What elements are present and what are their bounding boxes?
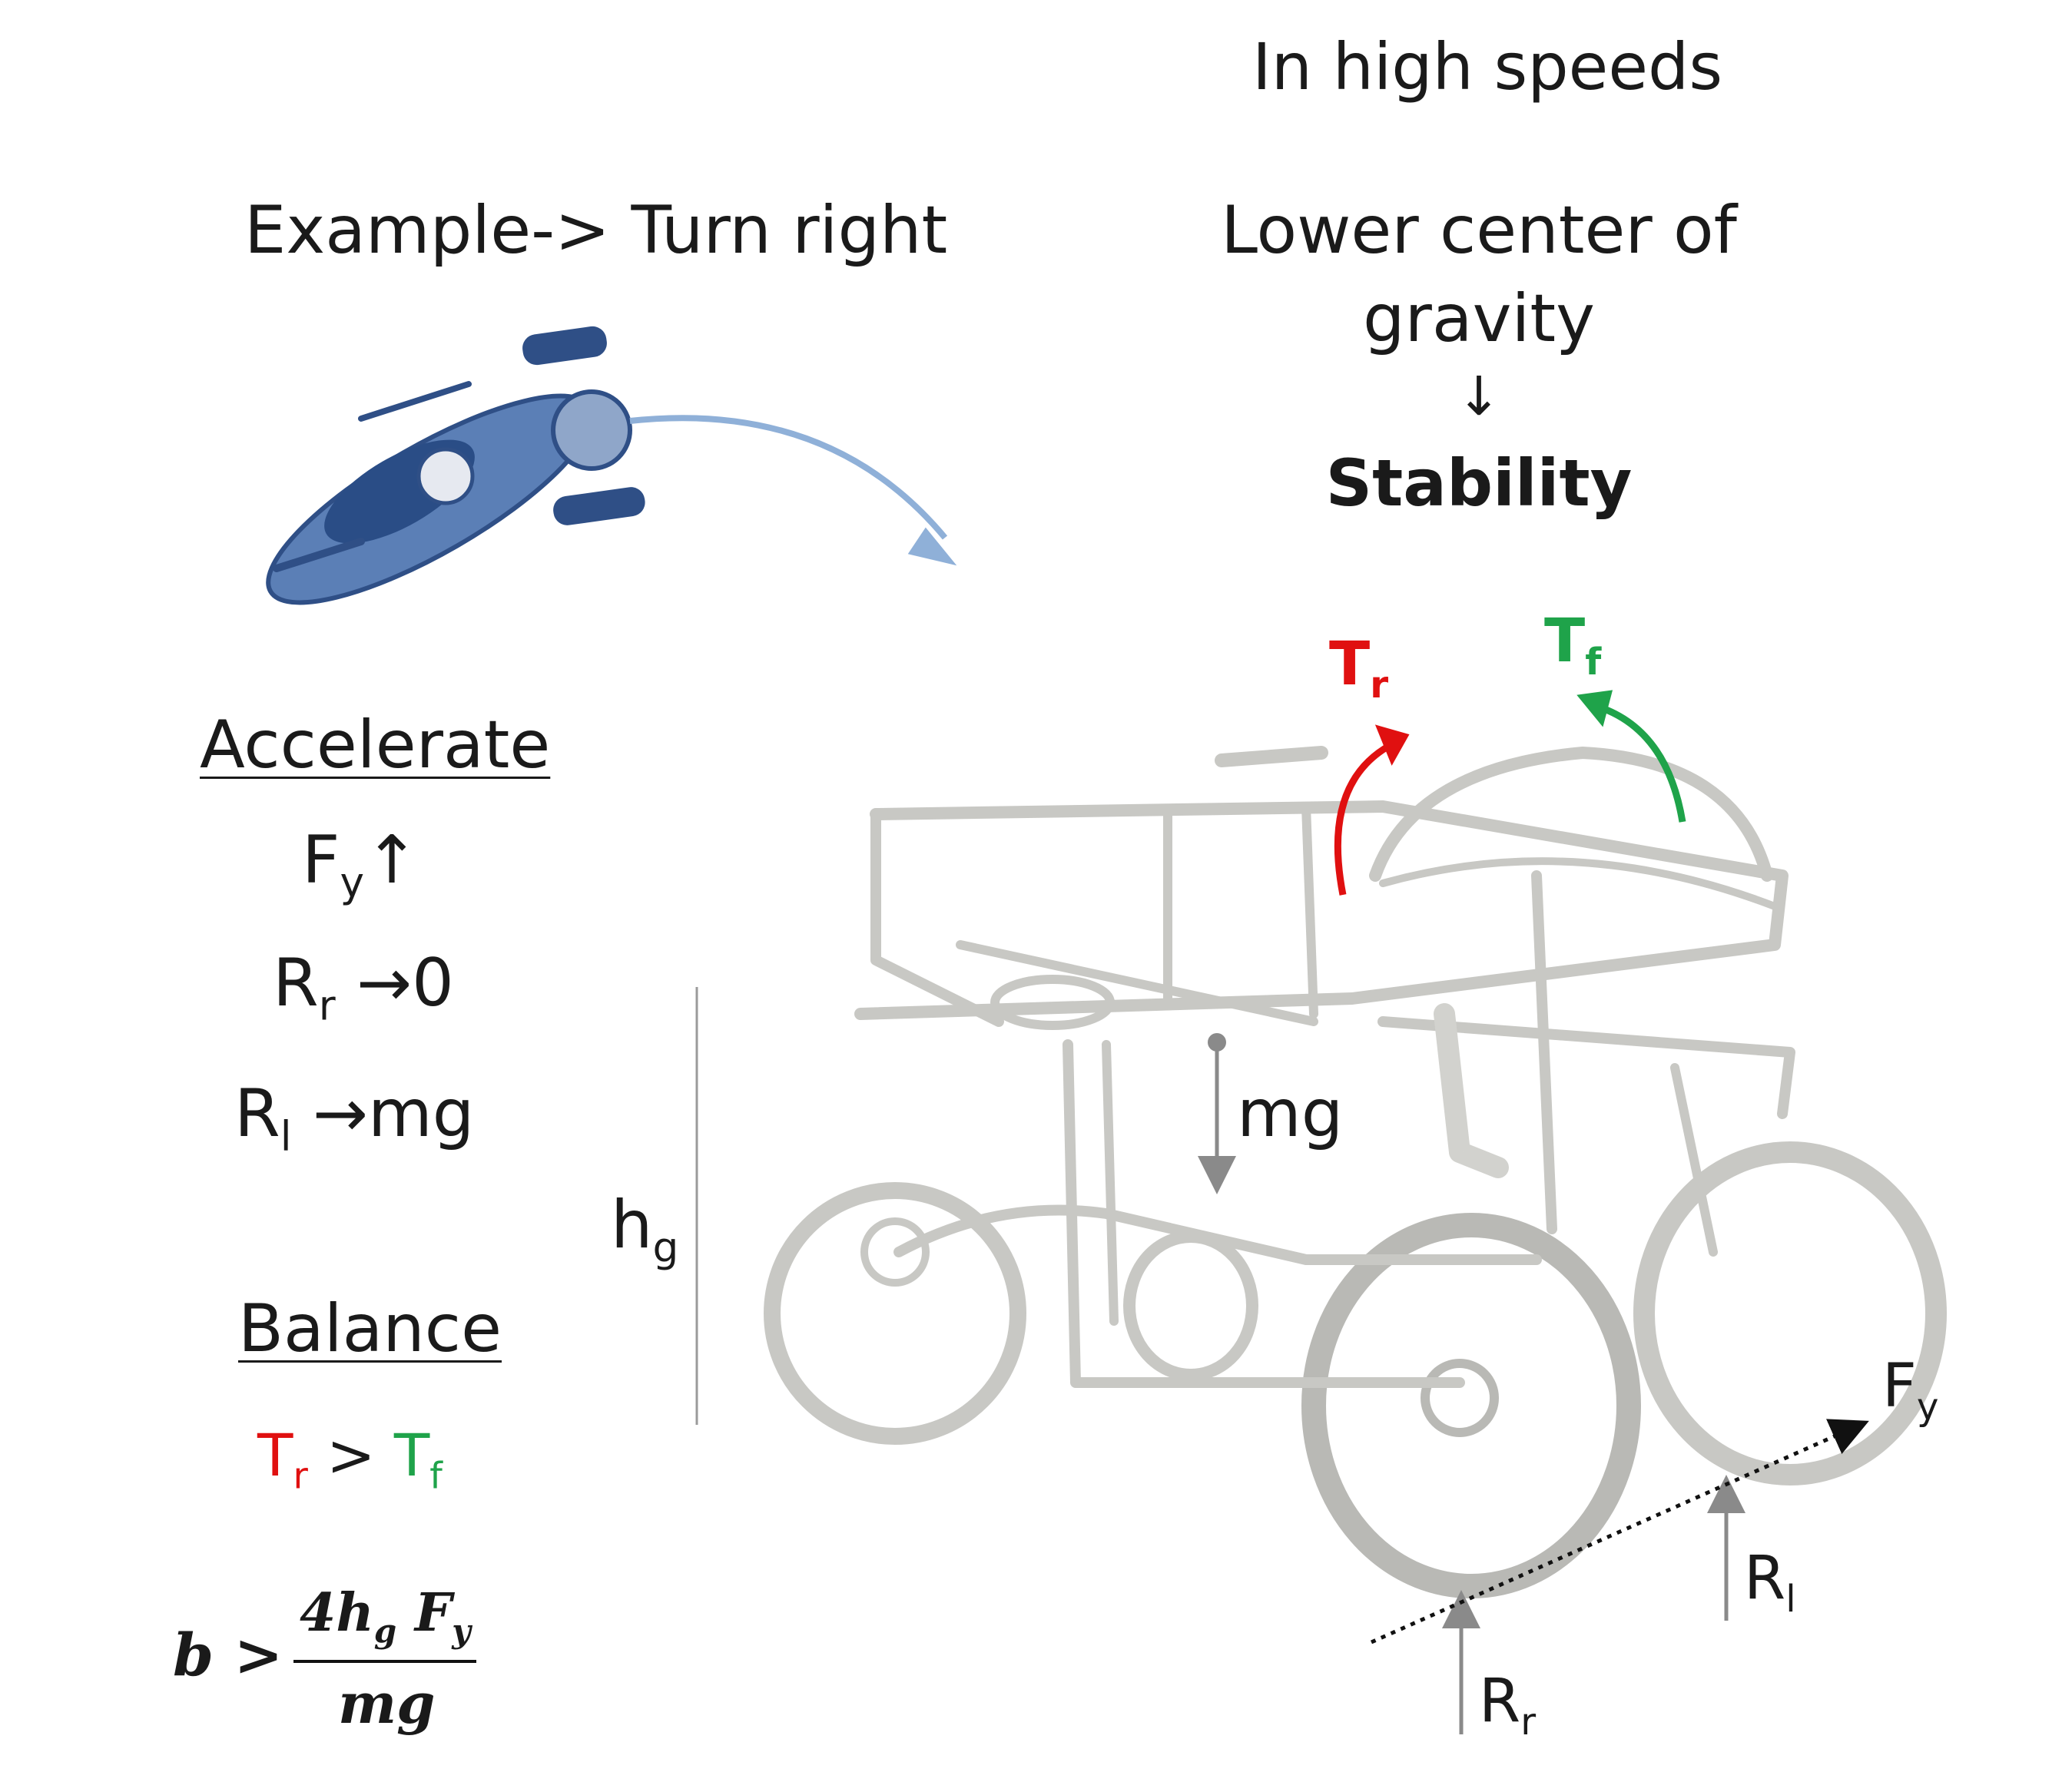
rl-label: Rl <box>1744 1544 1796 1621</box>
formula-denominator: mg <box>338 1671 436 1736</box>
balance-heading: Balance <box>238 1290 502 1367</box>
rr-to-zero: Rr →0 <box>273 945 454 1030</box>
fy-up: Fy↑ <box>302 822 420 907</box>
tr-arrow <box>1334 742 1393 896</box>
fy-label: Fy <box>1882 1352 1939 1429</box>
down-arrow: ↓ <box>1456 365 1502 428</box>
hg-label: hg <box>611 1187 679 1272</box>
stability: Stability <box>1325 445 1633 521</box>
tricycle-side-view <box>764 746 1947 1598</box>
accelerate-heading: Accelerate <box>200 707 551 783</box>
formula-numerator: 4hg Fy <box>300 1582 471 1650</box>
tf-arrow <box>1596 703 1686 823</box>
in-high-speeds: In high speeds <box>1252 29 1723 104</box>
rl-to-mg: Rl →mg <box>234 1075 475 1161</box>
fy-arrow <box>1370 1419 1869 1644</box>
tr-gt-tf: Tr > Tf <box>257 1421 443 1498</box>
gravity: gravity <box>1362 280 1596 357</box>
top-view-vehicle <box>266 326 645 605</box>
rr-label: Rr <box>1479 1667 1537 1744</box>
turn-arrow <box>629 415 948 540</box>
tr-label: Tr <box>1329 630 1389 707</box>
lower-center-of: Lower center of <box>1221 192 1737 269</box>
mg-label: mg <box>1237 1075 1344 1152</box>
tf-label: Tf <box>1544 607 1602 684</box>
formula-lhs: b > <box>173 1621 283 1689</box>
example-turn-right: Example-> Turn right <box>244 192 948 269</box>
